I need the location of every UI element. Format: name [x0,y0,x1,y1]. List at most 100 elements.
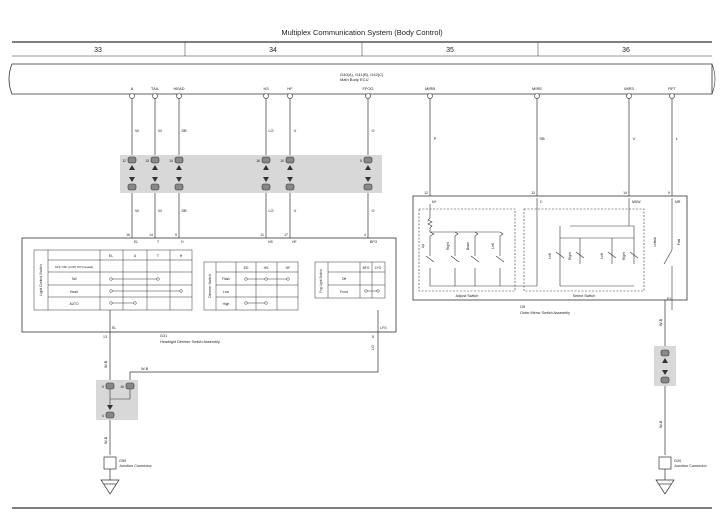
adjust-labels: Up Right Down Left [421,242,495,251]
svg-text:High: High [223,302,230,306]
ecu-name: Main Body ECU [340,77,369,82]
fog-title: Fog Light Switch [319,269,323,293]
junction-left-name: Junction Connector [119,464,152,468]
svg-text:H: H [180,254,183,258]
headlight-bottom-num: 13 [103,335,107,339]
diagram-title: Multiplex Communication System (Body Con… [281,28,443,37]
wire-color: LG [371,345,375,350]
headlight-pin-names: EL T H HS HF BFG [134,240,377,244]
svg-text:H: H [181,240,184,244]
light-control-title: Light Control Switch [39,264,43,295]
select-switch-title: Select Switch [573,294,596,298]
adjust-switch-box [418,208,516,292]
ecu-break-right [711,63,716,95]
svg-text:Tail: Tail [72,277,77,281]
wire-color: L [676,136,679,141]
svg-text:MSW: MSW [632,200,641,204]
svg-text:Right: Right [622,252,626,260]
svg-text:ED: ED [244,266,249,270]
fog-table [314,261,386,299]
wire-color: W [158,208,162,213]
junction-left-code: G55 [119,459,126,463]
svg-text:EL: EL [109,254,113,258]
svg-text:Off: Off [342,277,346,281]
svg-text:9: 9 [668,191,670,195]
wire-color: SB [181,128,187,133]
wire-color-labels: W W SB LG V G P SB V L [135,128,679,141]
select-switch-contacts [536,198,639,287]
svg-text:16: 16 [126,233,130,237]
junction-right-name: Junction Connector [674,464,707,468]
svg-text:Down: Down [466,242,470,251]
svg-text:13: 13 [531,191,535,195]
svg-text:12: 12 [424,191,428,195]
headlight-switch-assembly [21,237,397,333]
connector-pin: 5 [360,159,362,163]
wire-color: SB [181,208,187,213]
ecu-pins: A TAIL HEAD H3 HF FFOG MIRB MIRE MIR3 RF… [131,86,677,91]
light-control-continuity [109,277,183,305]
ecu-pin-terminals [129,93,675,99]
column-number: 33 [94,47,102,54]
svg-text:HF: HF [286,266,291,270]
wire-color: V [294,208,297,213]
svg-text:Front: Front [340,290,348,294]
wire-color: V [633,136,636,141]
headlight-assembly-name: Headlight Dimmer Switch Assembly [160,340,220,344]
svg-text:MR: MR [675,200,681,204]
junction-connector-right [658,456,672,470]
ecu-pin-label: H3 [263,86,269,91]
svg-text:BFG: BFG [370,240,377,244]
fog-rows: Off Front [340,277,348,294]
svg-text:HF: HF [292,240,297,244]
svg-text:Left: Left [600,253,604,259]
svg-text:Flash: Flash [222,277,230,281]
mirror-pin-names: M+ C MSW MR [432,200,681,204]
connector-pin: 16 [256,159,260,163]
wire-color: W-B [141,367,149,371]
svg-text:14: 14 [623,191,627,195]
ecu-pin-label: HEAD [173,86,184,91]
svg-text:A: A [134,254,137,258]
junction-connector-left [103,456,117,470]
dimmer-table [203,261,299,311]
headlight-bottom-pin: EL [112,326,116,330]
svg-text:Right: Right [446,242,450,250]
junction-block-right [654,346,676,386]
ecu-pin-label: TAIL [151,86,160,91]
retract-switch [663,198,673,310]
svg-text:LFG: LFG [375,266,382,270]
junction-right-terminals [660,349,670,384]
svg-text:Head: Head [70,290,78,294]
svg-text:Unfold: Unfold [653,237,657,247]
svg-text:Up: Up [421,244,425,248]
headlight-bottom-pin: LFG [380,326,387,330]
svg-text:9: 9 [102,385,104,389]
junction-left-links [109,389,131,405]
ecu-code: G40(A), G41(B), G42(C) [340,72,384,77]
wire-color: W-B [104,360,108,368]
wire-color: SB [539,136,545,141]
wire-color: P [434,136,437,141]
svg-text:17: 17 [284,233,288,237]
ecu-pin-label: HF [287,86,293,91]
wire-color: LG [268,128,273,133]
ecu-pin-label: MIR3 [624,86,634,91]
ecu-pin-label: RFT [668,86,676,91]
wire-color: G [371,128,374,133]
fog-headers: BFG LFG [363,266,382,270]
retract-labels: Unfold Fold [653,237,681,247]
svg-text:C: C [540,200,543,204]
svg-text:EL: EL [134,240,138,244]
dimmer-continuity [244,277,290,305]
ground-symbol [100,469,120,495]
ecu-pin-label: A [131,86,134,91]
ecu-pin-label: MIRE [532,86,542,91]
wire-color: G [371,208,374,213]
column-number: 35 [446,47,454,54]
headlight-bottom-num: 8 [372,335,374,339]
main-body-ecu-box [8,63,713,95]
light-control-rows: OFF, OFF (LOW) Off (Canada) Tail Head AU… [55,265,93,306]
headlight-assembly-code: G31 [160,334,167,338]
